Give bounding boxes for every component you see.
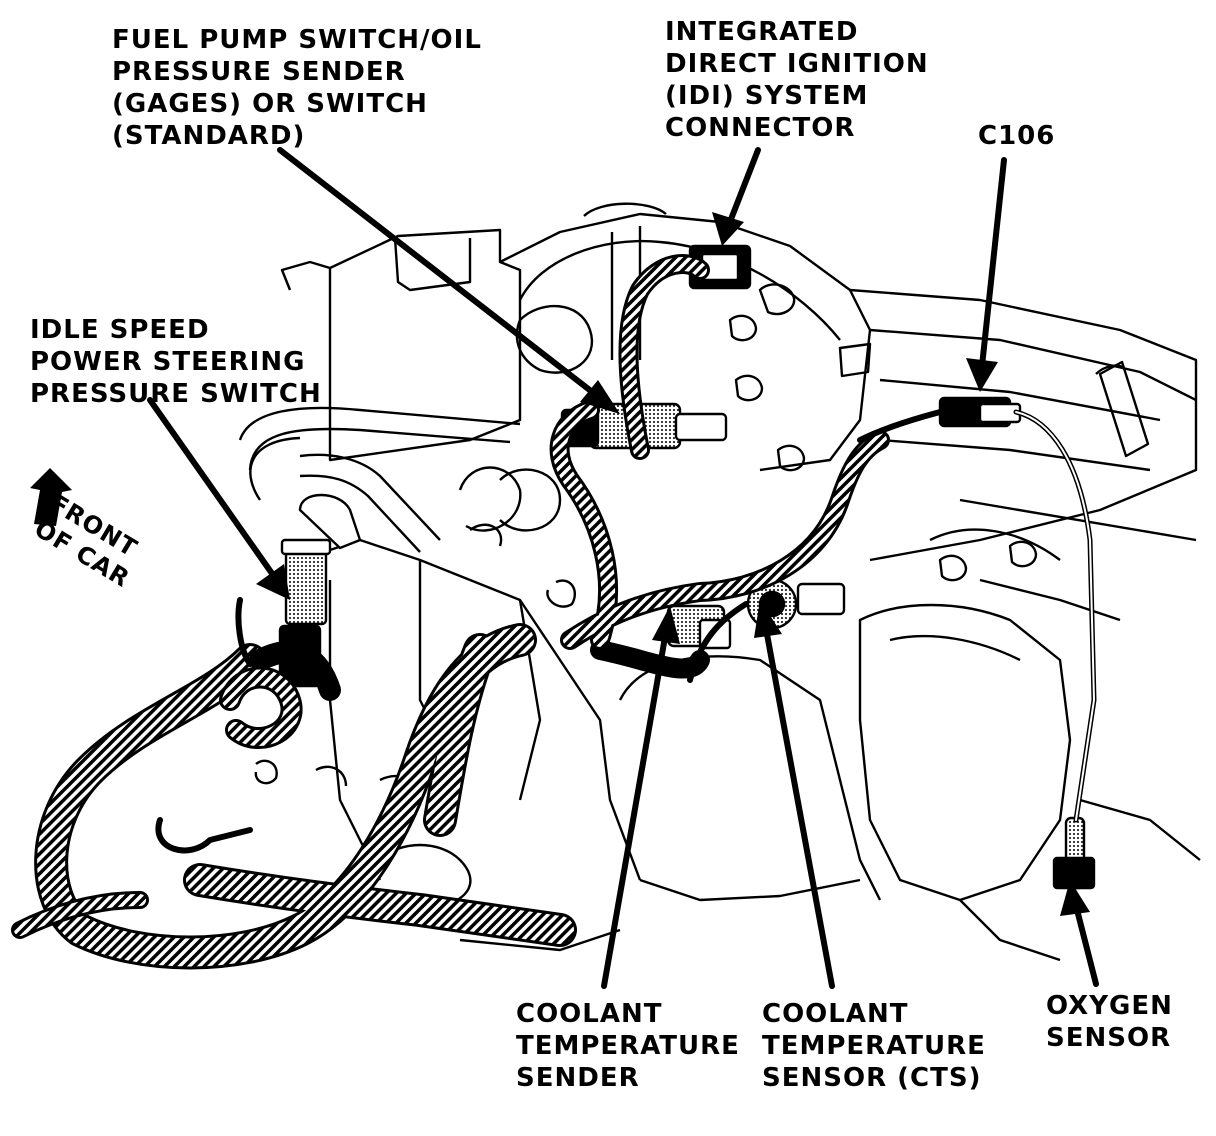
sensor-components	[278, 244, 1096, 890]
label-idi-connector: INTEGRATED DIRECT IGNITION (IDI) SYSTEM …	[665, 16, 929, 144]
label-line: COOLANT	[516, 999, 663, 1029]
arrow-c106	[979, 157, 1007, 369]
label-line: TEMPERATURE	[762, 1031, 986, 1061]
arrowhead-c106	[966, 358, 998, 392]
label-line: IDLE SPEED	[30, 315, 210, 345]
arrowhead-oxygen	[1060, 880, 1090, 916]
label-line: C106	[978, 121, 1056, 151]
label-line: SENSOR (CTS)	[762, 1063, 982, 1093]
label-idle-speed-switch: IDLE SPEED POWER STEERING PRESSURE SWITC…	[30, 314, 322, 410]
label-c106: C106	[978, 120, 1055, 152]
label-line: COOLANT	[762, 999, 909, 1029]
label-oxygen-sensor: OXYGEN SENSOR	[1046, 990, 1173, 1054]
label-fuel-pump-switch: FUEL PUMP SWITCH/OIL PRESSURE SENDER (GA…	[112, 24, 482, 152]
arrowhead-fuel-pump	[580, 380, 620, 414]
label-line: DIRECT IGNITION	[665, 49, 929, 79]
label-line: (STANDARD)	[112, 121, 306, 151]
label-line: SENSOR	[1046, 1023, 1172, 1053]
arrow-coolant-sender	[601, 617, 671, 989]
label-line: SENDER	[516, 1063, 640, 1093]
leader-arrows	[30, 147, 1099, 989]
label-line: CONNECTOR	[665, 113, 856, 143]
front-of-car-arrow	[30, 468, 72, 526]
arrowhead-idi	[712, 212, 744, 246]
arrow-fuel-pump	[277, 147, 603, 401]
wiring-harness	[11, 254, 1097, 970]
arrowhead-idle-speed	[256, 564, 290, 600]
label-line: PRESSURE SWITCH	[30, 379, 322, 409]
label-line: TEMPERATURE	[516, 1031, 740, 1061]
label-line: FUEL PUMP SWITCH/OIL	[112, 25, 482, 55]
label-line: POWER STEERING	[30, 347, 306, 377]
arrowhead-cts	[754, 600, 782, 638]
label-line: OXYGEN	[1046, 991, 1173, 1021]
arrow-idle-speed	[147, 397, 281, 585]
arrowhead-coolant-sender	[652, 606, 680, 644]
label-coolant-temperature-sensor: COOLANT TEMPERATURE SENSOR (CTS)	[762, 998, 986, 1094]
label-line: (GAGES) OR SWITCH	[112, 89, 428, 119]
arrow-cts	[761, 615, 835, 989]
engine-block	[238, 202, 1201, 962]
label-line: (IDI) SYSTEM	[665, 81, 869, 111]
label-line: PRESSURE SENDER	[112, 57, 406, 87]
label-coolant-temperature-sender: COOLANT TEMPERATURE SENDER	[516, 998, 740, 1094]
label-line: INTEGRATED	[665, 17, 859, 47]
